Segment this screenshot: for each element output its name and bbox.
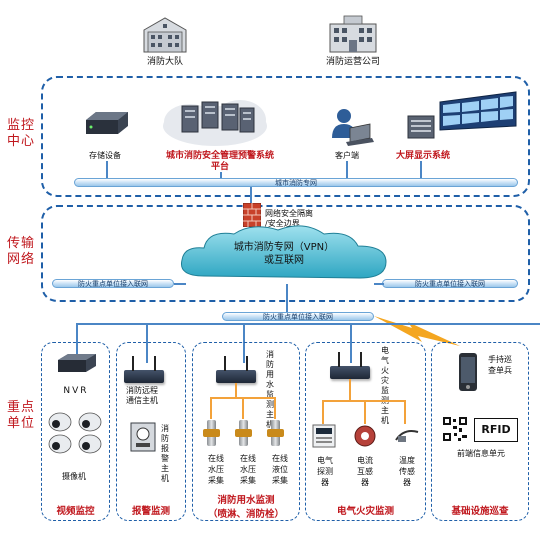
water-sensor-3-label: 在线液位采集	[272, 454, 288, 485]
distribution-line	[76, 323, 540, 325]
fire-ops-company-label: 消防运营公司	[325, 57, 380, 67]
electric-monitoring-host-icon	[330, 352, 370, 379]
section-monitoring-label: 监控中心	[7, 118, 36, 149]
camera-icon	[48, 412, 102, 454]
electric-monitoring-host-label: 电气火灾监测主机	[381, 346, 389, 425]
temperature-sensor-icon	[395, 430, 419, 442]
video-monitoring-title: 视频监控	[56, 506, 95, 517]
current-transformer-label: 电流互感器	[357, 456, 373, 487]
electric-orange-d3	[404, 400, 406, 424]
city-fire-network-bus: 城市消防专网	[74, 178, 518, 187]
section-key-units-label: 重点单位	[7, 400, 36, 431]
firewall-label-line1: 网络安全隔离	[265, 209, 313, 218]
current-transformer-icon	[354, 425, 376, 447]
transport-network-zone	[41, 205, 530, 302]
platform-connector	[220, 172, 222, 178]
water-orange-s3	[274, 397, 276, 419]
storage-connector	[106, 161, 108, 178]
electric-detector-icon	[312, 424, 336, 448]
fire-brigade-label: 消防大队	[146, 57, 183, 67]
client-connector	[346, 161, 348, 178]
patrol-title: 基础设施巡查	[451, 506, 509, 517]
water-monitoring-zone	[192, 342, 300, 521]
camera-label: 摄像机	[62, 472, 86, 481]
electric-detector-label: 电气探测器	[317, 456, 333, 487]
electric-orange-d1	[322, 400, 324, 424]
client-label: 客户端	[335, 151, 359, 160]
water-monitoring-title-line1: 消防用水监测	[217, 495, 275, 506]
electric-monitoring-zone	[305, 342, 426, 521]
vpn-cloud-icon	[180, 225, 387, 279]
large-display-label: 大屏显示系统	[395, 151, 450, 161]
alarm-drop	[146, 323, 148, 363]
platform-label-line2: 平台	[210, 162, 229, 172]
handheld-patrol-label: 手持巡查单兵	[488, 355, 512, 375]
large-display-icon	[407, 91, 517, 139]
video-monitoring-zone	[41, 342, 110, 521]
display-connector	[420, 161, 422, 178]
electric-orange-d2	[364, 400, 366, 424]
fire-ops-company-building-icon	[329, 15, 377, 53]
unit-access-bus-left: 防火重点单位接入联网	[52, 279, 174, 288]
firewall-icon	[243, 203, 261, 227]
water-sensor-2-label: 在线水压采集	[240, 454, 256, 485]
remote-comm-host-icon	[124, 356, 164, 383]
water-orange-s1	[210, 397, 212, 419]
video-drop	[76, 323, 78, 363]
patrol-zone	[431, 342, 529, 521]
platform-label-line1: 城市消防安全管理预警系统	[165, 151, 274, 161]
platform-servers-icon	[163, 100, 267, 146]
remote-comm-host-line2: 通信主机	[126, 396, 158, 405]
client-computer-icon	[332, 109, 374, 146]
electric-monitoring-title: 电气火灾监测	[336, 506, 394, 517]
fire-brigade-building-icon	[143, 17, 187, 53]
unit-access-bus-right: 防火重点单位接入联网	[382, 279, 518, 288]
water-orange-drop	[235, 383, 237, 398]
handheld-terminal-icon	[459, 353, 477, 391]
storage-device-label: 存储设备	[89, 151, 121, 160]
water-orange-s2	[242, 397, 244, 419]
water-level-sensor-icon	[267, 420, 284, 446]
cloud-right-connector	[374, 283, 384, 285]
front-info-unit-label: 前端信息单元	[457, 449, 505, 458]
fire-alarm-host-label: 消防报警主机	[161, 424, 169, 483]
water-monitoring-title-line2: （喷淋、消防栓）	[207, 509, 284, 520]
alarm-panel-icon	[130, 422, 156, 452]
nvr-label: NVR	[63, 386, 89, 396]
monitoring-center-zone	[41, 76, 530, 197]
temperature-sensor-label: 温度传感器	[399, 456, 415, 487]
water-drop	[243, 323, 245, 363]
section-transport-label: 传输网络	[7, 236, 36, 267]
qr-code-icon	[442, 416, 468, 442]
remote-comm-host-line1: 消防远程	[126, 386, 158, 395]
electric-orange-drop	[349, 379, 351, 401]
alarm-monitoring-title: 报警监测	[131, 506, 170, 517]
cloud-to-units-connector	[286, 284, 288, 314]
water-pressure-sensor-1-icon	[203, 420, 220, 446]
bus-to-firewall-connector	[250, 187, 252, 217]
water-monitoring-host-icon	[216, 356, 256, 383]
water-sensor-1-label: 在线水压采集	[208, 454, 224, 485]
unit-access-bus-center: 防火重点单位接入联网	[222, 312, 374, 321]
vpn-cloud-line1: 城市消防专网（VPN）	[233, 242, 335, 253]
alarm-monitoring-zone	[116, 342, 186, 521]
rfid-tag: RFID	[474, 418, 518, 442]
electric-drop	[350, 323, 352, 363]
nvr-icon	[58, 354, 96, 372]
storage-device-icon	[86, 112, 128, 134]
vpn-cloud-line2: 或互联网	[264, 255, 304, 266]
firewall-label-line2: /安全边界	[265, 219, 300, 228]
water-pressure-sensor-2-icon	[235, 420, 252, 446]
cloud-left-connector	[174, 283, 186, 285]
water-monitoring-host-label: 消防用水监测主机	[266, 350, 274, 429]
